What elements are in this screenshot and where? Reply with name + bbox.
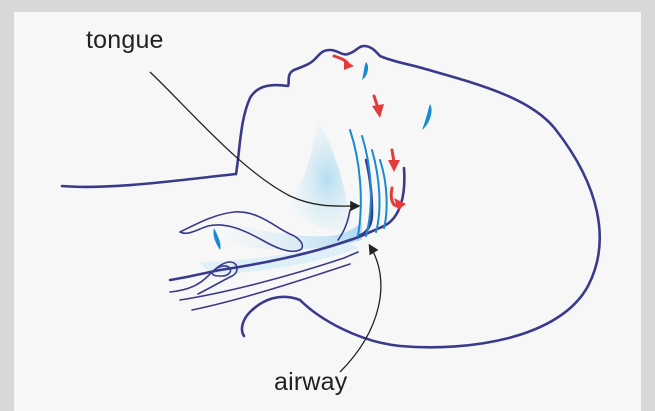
red-airflow-arrow: [388, 150, 400, 172]
tongue-lines: [350, 130, 387, 236]
red-airflow-arrow: [334, 56, 354, 70]
red-airflow-arrow: [372, 96, 384, 118]
airway-label: airway: [274, 368, 347, 397]
tongue-label: tongue: [86, 26, 164, 55]
airway-glow: [200, 120, 362, 274]
